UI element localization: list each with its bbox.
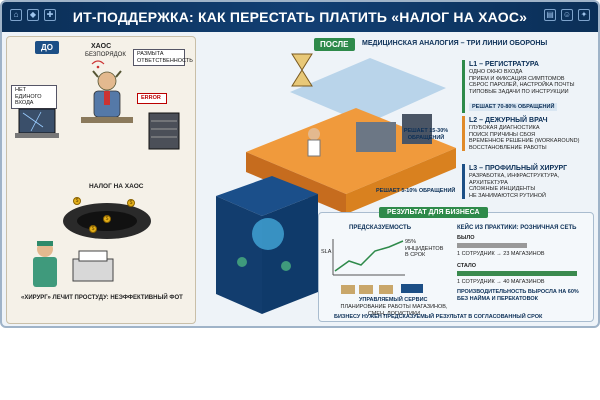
l1-description: ОДНО ОКНО ВХОДА ПРИЕМ И ФИКСАЦИЯ СИМПТОМ… <box>469 69 575 95</box>
no-single-entry-label: НЕТ ЕДИНОГО ВХОДА <box>11 85 57 109</box>
after-tag: ПОСЛЕ <box>314 38 355 51</box>
line-l3: L3 – ПРОФИЛЬНЫЙ ХИРУРГ РАЗРАБОТКА, ИНФРА… <box>462 164 594 199</box>
settings-icon: ✚ <box>44 9 56 21</box>
managed-service-desc: ПЛАНИРОВАНИЕ РАБОТЫ МАГАЗИНОВ, СМЕН, ЛОГ… <box>340 304 448 317</box>
coin-icon: $ <box>89 225 97 233</box>
managed-service-label: УПРАВЛЯЕМЫЙ СЕРВИС <box>359 297 428 303</box>
coin-icon: $ <box>127 199 135 207</box>
line-l2: L2 – ДЕЖУРНЫЙ ВРАЧ ГЛУБОКАЯ ДИАГНОСТИКА … <box>462 116 594 151</box>
now-label: СТАЛО <box>457 263 477 269</box>
header-bar: ⌂ ◆ ✚ ИТ-ПОДДЕРЖКА: КАК ПЕРЕСТАТЬ ПЛАТИТ… <box>2 2 598 32</box>
case-title: КЕЙС ИЗ ПРАКТИКИ: РОЗНИЧНАЯ СЕТЬ <box>457 225 577 231</box>
network-icon: ✦ <box>578 9 590 21</box>
footer-note: БИЗНЕСУ НУЖЕН ПРЕДСКАЗУЕМЫЙ РЕЗУЛЬТАТ В … <box>334 314 543 320</box>
hourglass-icon <box>291 53 313 87</box>
shield-icon: ◆ <box>27 9 39 21</box>
error-sign: ERROR <box>137 93 167 104</box>
l1-title: L1 – РЕГИСТРАТУРА <box>469 61 539 68</box>
surgeon-printer-illustration <box>33 241 114 287</box>
line-l1: L1 – РЕГИСТРАТУРА ОДНО ОКНО ВХОДА ПРИЕМ … <box>462 60 594 113</box>
chaos-title: ХАОС <box>91 43 112 50</box>
after-panel: ПОСЛЕ МЕДИЦИНСКАЯ АНАЛОГИЯ – ТРИ ЛИНИИ О… <box>200 36 596 324</box>
infographic-frame: ⌂ ◆ ✚ ИТ-ПОДДЕРЖКА: КАК ПЕРЕСТАТЬ ПЛАТИТ… <box>0 0 600 328</box>
sla-label: SLA <box>321 249 332 255</box>
sla-note: 95% ИНЦИДЕНТОВ В СРОК <box>405 239 444 258</box>
chart-icon: ▤ <box>544 9 556 21</box>
l3-result: РЕШАЕТ 5-10% ОБРАЩЕНИЙ <box>376 188 456 194</box>
three-lines-isometric-illustration <box>246 58 456 214</box>
before-panel: ДО ХАОС БЕЗПОРЯДОК НЕТ ЕДИНОГО ВХОДА РАЗ… <box>6 36 196 324</box>
surgeon-caption: «ХИРУРГ» ЛЕЧИТ ПРОСТУДУ: НЕЭФФЕКТИВНЫЙ Ф… <box>21 295 183 301</box>
wifi-icon <box>91 60 105 69</box>
was-bar-label: 1 СОТРУДНИК → 23 МАГАЗИНОВ <box>457 251 545 257</box>
business-result-title: РЕЗУЛЬТАТ ДЛЯ БИЗНЕСА <box>379 207 488 218</box>
before-tag: ДО <box>35 41 59 54</box>
user-icon: ☺ <box>561 9 573 21</box>
predictability-label: ПРЕДСКАЗУЕМОСТЬ <box>349 225 412 231</box>
stores-truck-icon <box>341 284 423 294</box>
stressed-worker-illustration <box>81 70 133 123</box>
data-center-illustration <box>216 176 318 314</box>
growth-note: ПРОИЗВОДИТЕЛЬНОСТЬ ВЫРОСЛА НА 60% БЕЗ НА… <box>457 289 579 302</box>
sla-chart-illustration <box>332 239 405 276</box>
coin-icon: $ <box>73 197 81 205</box>
was-label: БЫЛО <box>457 235 475 241</box>
chaos-tax-label: НАЛОГ НА ХАОС <box>89 183 144 190</box>
l1-result: РЕШАЕТ 70-80% ОБРАЩЕНИЙ <box>469 103 558 111</box>
broken-laptop-illustration <box>15 108 59 138</box>
l2-title: L2 – ДЕЖУРНЫЙ ВРАЧ <box>469 117 548 124</box>
l2-result: РЕШАЕТ 15-30% ОБРАЩЕНИЙ <box>403 128 449 141</box>
server-rack-illustration <box>148 112 180 150</box>
l3-title: L3 – ПРОФИЛЬНЫЙ ХИРУРГ <box>469 165 568 172</box>
header-icons-left: ⌂ ◆ ✚ <box>10 9 56 21</box>
header-icons-right: ▤ ☺ ✦ <box>544 9 590 21</box>
business-result-panel: РЕЗУЛЬТАТ ДЛЯ БИЗНЕСА ПРЕДСКАЗУЕМОСТЬ SL… <box>318 207 594 322</box>
l2-description: ГЛУБОКАЯ ДИАГНОСТИКА ПОИСК ПРИЧИНЫ СБОЯ … <box>469 125 580 151</box>
home-icon: ⌂ <box>10 9 22 21</box>
now-bar-label: 1 СОТРУДНИК → 40 МАГАЗИНОВ <box>457 279 545 285</box>
chaos-subtitle: БЕЗПОРЯДОК <box>85 52 126 58</box>
blurred-responsibility-label: РАЗМЫТА ОТВЕТСТВЕННОСТЬ <box>133 49 193 66</box>
coin-icon: $ <box>103 215 111 223</box>
now-bar <box>457 271 577 276</box>
l3-description: РАЗРАБОТКА, ИНФРАСТРУКТУРА, АРХИТЕКТУРА … <box>469 173 560 199</box>
medical-analogy-title: МЕДИЦИНСКАЯ АНАЛОГИЯ – ТРИ ЛИНИИ ОБОРОНЫ <box>362 40 548 47</box>
was-bar <box>457 243 527 248</box>
page-title: ИТ-ПОДДЕРЖКА: КАК ПЕРЕСТАТЬ ПЛАТИТЬ «НАЛ… <box>72 9 528 25</box>
